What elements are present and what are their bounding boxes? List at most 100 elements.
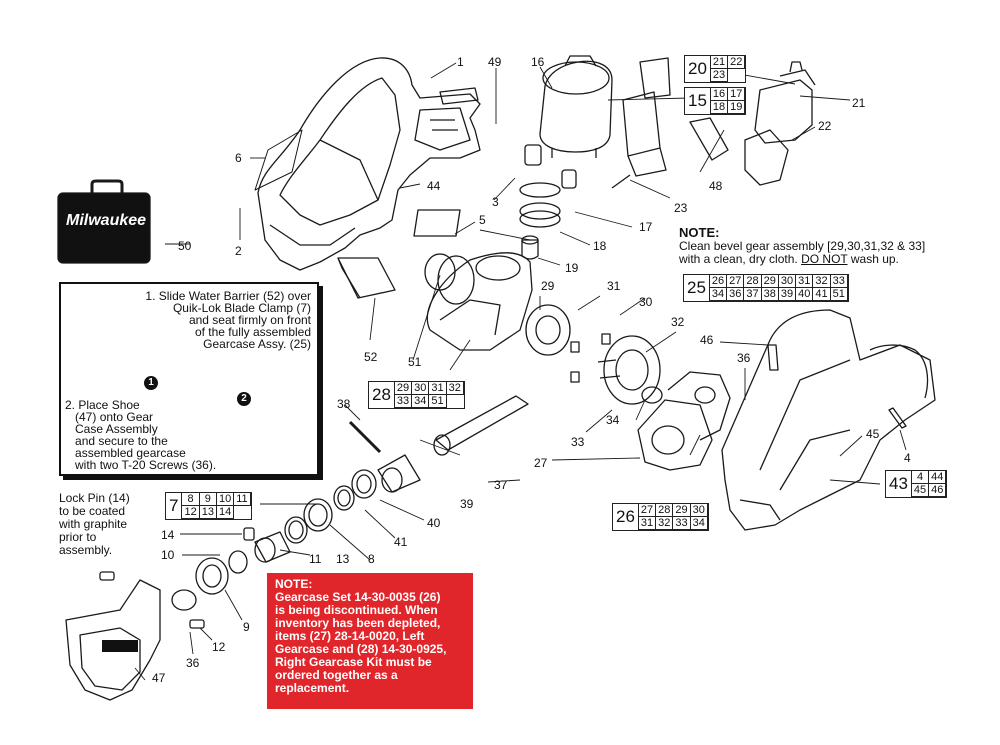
note-line: Gearcase and (28) 14-30-0925, [275,642,447,656]
upper-housing-drawing [254,57,481,271]
circuit-board-drawing [611,57,671,189]
part-label: 1 [457,55,464,69]
part-label: 13 [336,552,350,566]
part-label: 51 [408,355,422,369]
part-label: 47 [152,671,166,685]
inset-line: (47) onto Gear [75,410,154,424]
kit-item [234,506,250,519]
part-label: 52 [364,350,378,364]
center-parts-drawing [413,144,577,260]
assembly-inset: 1. Slide Water Barrier (52) over Quik-Lo… [59,282,319,476]
inset-line: assembled gearcase [75,446,186,460]
kit-item: 27 [727,275,745,288]
part-label: 4 [904,451,911,465]
kit-item: 34 [709,288,728,301]
kit-item: 51 [429,395,447,408]
switch-drawing [689,61,816,186]
kit-item: 13 [199,506,217,519]
part-label: 46 [700,333,714,347]
note-line: is being discontinued. When [275,603,438,617]
kit-item: 41 [813,288,831,301]
kit-main-number: 7 [166,493,183,519]
water-barrier-drawing [337,253,456,299]
kit-table-25: 25 26 27 28 29 30 31 32 33 34 36 37 38 3… [683,274,849,302]
part-label: 48 [709,179,723,193]
kit-item: 40 [796,288,814,301]
note-line: to be coated [59,504,126,518]
note-heading: NOTE: [275,577,313,591]
kit-item: 29 [761,275,779,288]
part-label: 36 [737,351,751,365]
kit-item: 32 [656,517,674,530]
note-line: Lock Pin (14) [59,491,130,505]
bevel-gear-note: NOTE: Clean bevel gear assembly [29,30,3… [679,226,925,266]
part-label: 34 [606,413,620,427]
kit-item: 44 [929,471,947,484]
kit-table-26: 26 27 28 29 30 31 32 33 34 [612,503,709,531]
part-label: 37 [494,478,508,492]
kit-main-number: 25 [684,275,710,301]
inset-callout-2: 2 [237,392,251,406]
part-label: 16 [531,55,545,69]
kit-item: 30 [690,504,708,517]
shoe-drawing [65,579,161,701]
kit-item: 30 [412,382,430,395]
part-label: 39 [460,497,474,511]
part-label: 31 [607,279,621,293]
part-label: 8 [368,552,375,566]
part-label: 49 [488,55,502,69]
inset-step-1: 1. Slide Water Barrier (52) over Quik-Lo… [145,290,311,350]
kit-main-number: 26 [613,504,639,530]
kit-item: 8 [182,493,200,506]
lower-housing-drawing [721,309,936,531]
part-label: 5 [479,213,486,227]
kit-item: 9 [199,493,217,506]
part-label: 50 [178,239,192,253]
inset-line: Quik-Lok Blade Clamp (7) [172,301,311,315]
kit-item: 37 [744,288,762,301]
kit-item: 10 [216,493,235,506]
part-label: 10 [161,548,175,562]
note-line: assembly. [59,543,113,557]
kit-item: 16 [710,88,729,101]
kit-item: 39 [778,288,797,301]
kit-item: 38 [761,288,779,301]
kit-item: 21 [710,56,729,69]
kit-item: 31 [638,517,657,530]
left-gearcase-drawing [426,252,533,351]
kit-item: 23 [710,69,729,82]
inset-line: with two T-20 Screws (36). [75,458,217,472]
part-label: 11 [309,552,322,566]
case-logo: Milwaukee [66,212,147,229]
bevel-gear-drawing [525,304,663,405]
inset-line: 2. Place Shoe [65,398,140,412]
kit-item: 32 [813,275,831,288]
drive-shaft-drawing [333,395,529,511]
kit-item: 11 [234,493,251,506]
inset-callout-1: 1 [144,376,158,390]
kit-item: 31 [796,275,814,288]
blade-clamp-drawing [99,498,333,629]
kit-item: 33 [830,275,848,288]
kit-table-28: 28 29 30 31 32 33 34 51 [368,381,465,409]
part-label: 38 [337,397,351,411]
kit-item: 29 [394,382,413,395]
kit-item: 36 [727,288,745,301]
part-label: 6 [235,151,242,165]
part-label: 12 [212,640,226,654]
kit-item: 33 [394,395,413,408]
part-label: 41 [394,535,408,549]
part-label: 33 [571,435,585,449]
note-line: replacement. [275,681,350,695]
kit-main-number: 20 [685,56,711,82]
part-label: 36 [186,656,200,670]
kit-item [447,395,464,408]
note-emphasis: DO NOT [801,252,848,266]
kit-item: 28 [656,504,674,517]
part-label: 2 [235,244,242,258]
kit-item: 18 [710,101,729,114]
kit-item: 33 [673,517,691,530]
kit-item: 27 [638,504,657,517]
part-label: 23 [674,201,688,215]
